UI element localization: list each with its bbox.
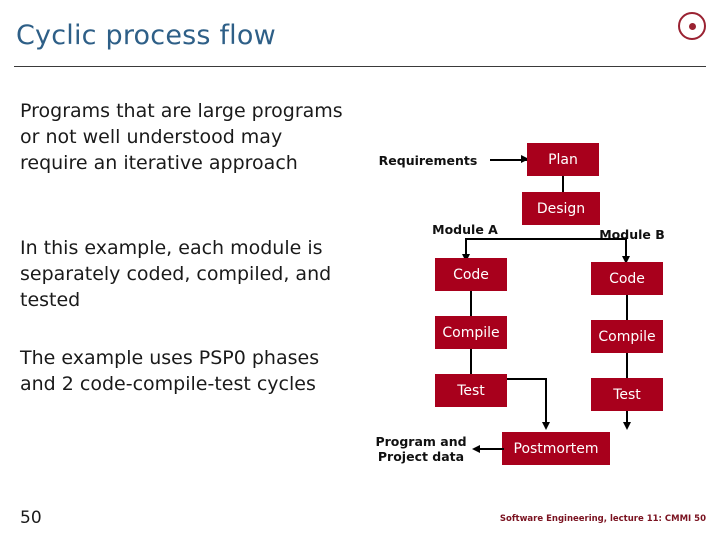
body-paragraph-1: Programs that are large programs or not … [20,100,343,174]
body-paragraph-2: In this example, each module is separate… [20,237,332,311]
connector-requirements-to-plan [490,159,528,161]
connector-code-a-to-compile-a [470,291,472,316]
arrowhead-test-a-to-postmortem [541,422,550,430]
connector-compile-a-to-test-a [470,349,472,374]
box-code-module-a: Code [435,258,507,291]
connector-design-to-code-a-vertical [465,238,467,258]
connector-test-a-to-postmortem-vertical [545,378,547,426]
cyclic-process-flow-diagram: Requirements Plan Design Module A Module… [355,130,715,490]
page-title: Cyclic process flow [16,20,276,51]
box-compile-module-b: Compile [591,320,663,353]
connector-code-b-to-compile-b [626,295,628,320]
box-test-module-b: Test [591,378,663,411]
label-program-and-project-data: Program and Project data [375,434,467,464]
connector-compile-b-to-test-b [626,353,628,378]
box-design: Design [522,192,600,225]
connector-design-to-code-a-horizontal [465,238,563,240]
box-code-module-b: Code [591,262,663,295]
connector-postmortem-to-program-data [474,448,504,450]
label-module-a: Module A [432,222,498,237]
connector-test-b-to-postmortem [626,411,628,427]
connector-design-to-code-b-horizontal [561,238,627,240]
page-number: 50 [20,508,42,528]
header-divider [14,66,706,67]
body-paragraph-3: The example uses PSP0 phases and 2 code-… [20,347,320,395]
box-postmortem: Postmortem [502,432,610,465]
arrowhead-design-to-code-b [621,256,630,264]
connector-plan-to-design [562,176,564,196]
target-circle-logo-icon [678,12,706,40]
connector-test-a-to-postmortem-horizontal [507,378,547,380]
arrowhead-postmortem-to-program-data [472,444,480,453]
box-compile-module-a: Compile [435,316,507,349]
footer-note: Software Engineering, lecture 11: CMMI 5… [499,514,706,524]
connector-design-to-code-b-vertical [625,238,627,260]
arrowhead-test-b-to-postmortem [622,422,631,430]
arrowhead-requirements-to-plan [521,155,529,163]
label-requirements: Requirements [378,153,478,168]
box-plan: Plan [527,143,599,176]
box-test-module-a: Test [435,374,507,407]
